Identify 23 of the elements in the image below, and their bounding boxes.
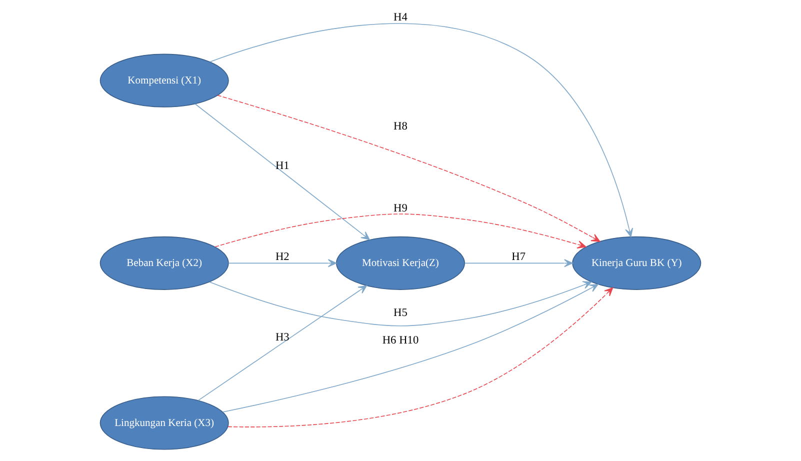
edge-label: H5 — [394, 307, 408, 320]
edge-label: H4 — [394, 12, 408, 24]
edge-label: H7 — [512, 251, 526, 264]
arrow — [209, 281, 592, 326]
edge-label: H9 — [394, 202, 408, 214]
node-ellipse: Kompetensi (X1) — [100, 54, 229, 108]
arrow — [198, 285, 368, 401]
arrow — [228, 259, 337, 268]
arrow — [464, 259, 573, 268]
arrow — [194, 103, 370, 240]
edge-label: H8 — [394, 120, 408, 132]
arrow — [217, 94, 600, 242]
edge-label: H3 — [275, 331, 290, 344]
edge-label: H2 — [275, 251, 290, 264]
arrow — [222, 284, 598, 412]
arrow — [210, 23, 634, 238]
edge-label: H6 H10 — [382, 334, 419, 347]
node-ellipse: Beban Kerja (X2) — [100, 236, 229, 290]
arrow — [214, 214, 586, 248]
arrow — [228, 287, 614, 428]
node-ellipse: Lingkungan Keria (X3) — [100, 396, 229, 450]
node-ellipse: Motivasi Kerja(Z) — [336, 236, 466, 290]
edge-label: H1 — [275, 160, 290, 172]
